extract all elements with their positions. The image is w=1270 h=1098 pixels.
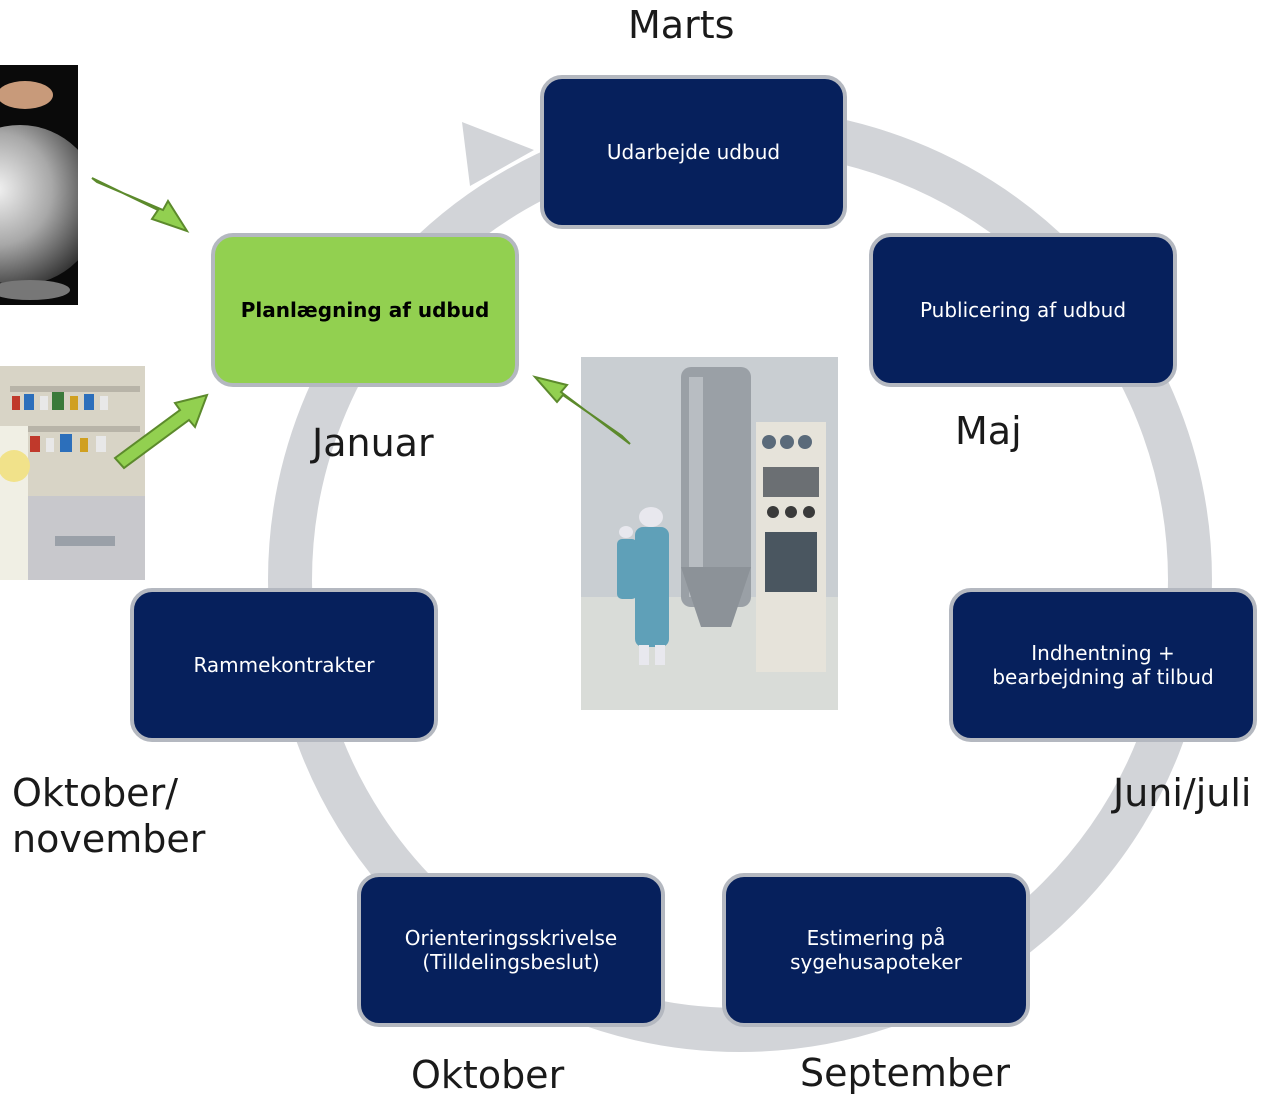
month-label-oktober: Oktober — [411, 1053, 565, 1097]
month-label-oktober-november: Oktober/ november — [12, 771, 206, 861]
cycle-arrowhead — [462, 122, 534, 186]
step-box-orientering: Orienteringsskrivelse (Tilldelingsbeslut… — [357, 873, 665, 1027]
month-label-januar: Januar — [312, 421, 434, 465]
step-label-publicering: Publicering af udbud — [919, 298, 1127, 322]
step-label-udarbejde: Udarbejde udbud — [606, 140, 781, 164]
step-box-planning: Planlægning af udbud — [211, 233, 519, 387]
arrow-factory-to-planning — [532, 375, 631, 445]
month-label-juni-juli: Juni/juli — [1113, 771, 1252, 815]
factory-photo — [581, 357, 838, 710]
step-label-planning: Planlægning af udbud — [240, 298, 490, 322]
step-label-orientering: Orienteringsskrivelse (Tilldelingsbeslut… — [404, 926, 618, 974]
step-box-rammekontrakter: Rammekontrakter — [130, 588, 438, 742]
crystal-ball-photo — [0, 65, 78, 305]
step-box-indhentning: Indhentning + bearbejdning af tilbud — [949, 588, 1257, 742]
step-label-indhentning: Indhentning + bearbejdning af tilbud — [992, 641, 1214, 689]
month-label-maj: Maj — [955, 409, 1022, 453]
arrow-pharmacy-to-planning — [113, 393, 209, 470]
step-box-udarbejde: Udarbejde udbud — [540, 75, 847, 229]
step-box-estimering: Estimering på sygehusapoteker — [722, 873, 1030, 1027]
step-label-estimering: Estimering på sygehusapoteker — [790, 926, 962, 974]
arrow-crystal-to-planning — [91, 177, 190, 233]
month-label-marts: Marts — [628, 3, 735, 47]
month-label-september: September — [800, 1051, 1011, 1095]
pharmacy-photo — [0, 366, 145, 580]
step-label-rammekontrakter: Rammekontrakter — [193, 653, 375, 677]
step-box-publicering: Publicering af udbud — [869, 233, 1177, 387]
